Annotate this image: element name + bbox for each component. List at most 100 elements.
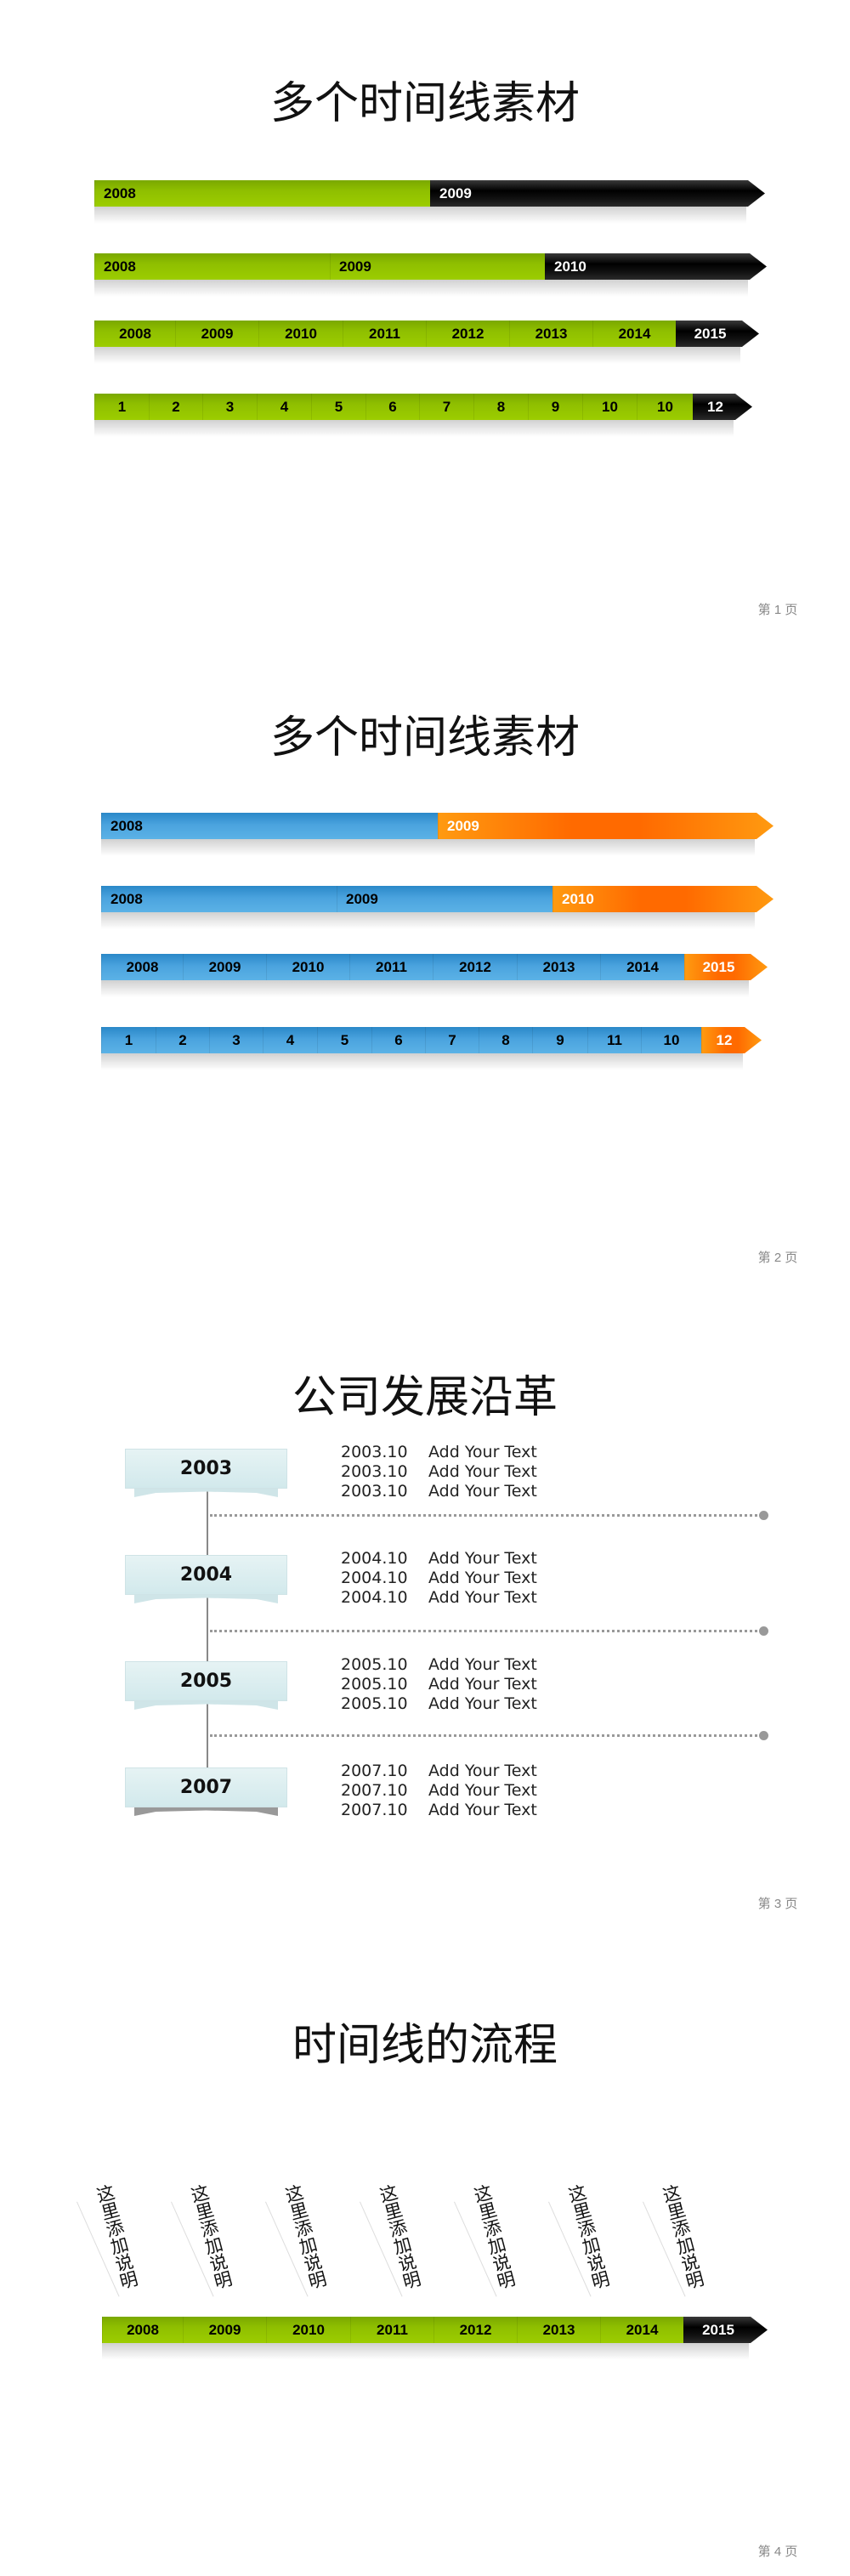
timeline-segment: 2008 xyxy=(94,180,430,207)
timeline-segment: 2011 xyxy=(343,321,426,347)
timeline-segment: 8 xyxy=(479,1027,532,1053)
page-number: 第 2 页 xyxy=(757,1251,798,1265)
timeline-segment: 2012 xyxy=(434,2317,517,2343)
timeline-note: 这里添加说明 xyxy=(186,2182,235,2291)
bar-reflection xyxy=(101,839,755,856)
timeline-segment: 2009 xyxy=(337,886,552,912)
year-box: 2004 xyxy=(125,1555,287,1595)
timeline-segment: 9 xyxy=(528,394,582,420)
milestone-entry: 2004.10 Add Your Text xyxy=(341,1588,537,1608)
timeline-segment: 5 xyxy=(311,394,366,420)
timeline-segment-current: 2015 xyxy=(684,954,768,980)
page-number: 第 3 页 xyxy=(757,1897,798,1911)
entry-date: 2003.10 xyxy=(341,1462,408,1481)
timeline-segment: 2010 xyxy=(266,954,349,980)
bar-reflection xyxy=(94,207,746,224)
entry-date: 2007.10 xyxy=(341,1762,408,1780)
timeline-segment-current: 12 xyxy=(701,1027,762,1053)
entry-date: 2007.10 xyxy=(341,1801,408,1819)
timeline-segment: 2012 xyxy=(426,321,509,347)
timeline-segment-current: 12 xyxy=(693,394,752,420)
timeline-segment: 6 xyxy=(366,394,419,420)
dotted-separator xyxy=(210,1630,762,1632)
separator-end-dot xyxy=(759,1511,768,1520)
timeline-note: 这里添加说明 xyxy=(92,2182,140,2291)
timeline-segment: 2009 xyxy=(330,253,545,280)
entry-text: Add Your Text xyxy=(428,1801,537,1819)
entry-date: 2004.10 xyxy=(341,1569,408,1587)
milestone-entry: 2004.10 Add Your Text xyxy=(341,1569,537,1588)
year-box: 2003 xyxy=(125,1449,287,1489)
timeline-note: 这里添加说明 xyxy=(280,2182,329,2291)
timeline-segment: 2011 xyxy=(349,954,433,980)
timeline-segment: 2014 xyxy=(600,954,684,980)
entry-date: 2004.10 xyxy=(341,1549,408,1568)
timeline-note: 这里添加说明 xyxy=(375,2182,423,2291)
timeline-segment: 7 xyxy=(425,1027,479,1053)
entry-date: 2005.10 xyxy=(341,1694,408,1713)
bar-reflection xyxy=(94,420,734,437)
timeline-segment: 10 xyxy=(641,1027,701,1053)
separator-end-dot xyxy=(759,1731,768,1740)
page-title: 公司发展沿革 xyxy=(292,1372,558,1423)
dotted-separator xyxy=(210,1514,762,1517)
timeline-segment: 2008 xyxy=(101,954,183,980)
timeline-segment: 2013 xyxy=(509,321,592,347)
entry-text: Add Your Text xyxy=(428,1694,537,1713)
bar-reflection xyxy=(94,280,748,297)
timeline-segment: 7 xyxy=(419,394,473,420)
year-box: 2007 xyxy=(125,1767,287,1807)
bar-reflection xyxy=(94,347,740,364)
timeline-segment: 2008 xyxy=(101,886,337,912)
timeline-segment: 4 xyxy=(257,394,311,420)
bar-reflection xyxy=(101,912,755,929)
timeline-segment: 8 xyxy=(473,394,528,420)
entry-text: Add Your Text xyxy=(428,1569,537,1587)
milestone-entry: 2004.10 Add Your Text xyxy=(341,1549,537,1569)
page-title: 时间线的流程 xyxy=(292,2020,558,2071)
timeline-segment: 2012 xyxy=(433,954,517,980)
timeline-segment: 2 xyxy=(156,1027,209,1053)
entry-date: 2005.10 xyxy=(341,1655,408,1674)
entry-date: 2004.10 xyxy=(341,1588,408,1607)
timeline-segment: 2 xyxy=(149,394,202,420)
timeline-segment: 5 xyxy=(317,1027,371,1053)
bar-reflection xyxy=(101,1053,743,1070)
entry-date: 2005.10 xyxy=(341,1675,408,1694)
timeline-segment: 2011 xyxy=(350,2317,434,2343)
timeline-segment: 2009 xyxy=(175,321,258,347)
timeline-segment: 2013 xyxy=(517,2317,600,2343)
timeline-segment-current: 2010 xyxy=(552,886,774,912)
milestone-entry: 2007.10 Add Your Text xyxy=(341,1801,537,1820)
timeline-segment-current: 2015 xyxy=(676,321,759,347)
page-title: 多个时间线素材 xyxy=(269,712,580,763)
timeline-segment: 2008 xyxy=(101,813,438,839)
year-box: 2005 xyxy=(125,1661,287,1701)
entry-text: Add Your Text xyxy=(428,1549,537,1568)
entry-text: Add Your Text xyxy=(428,1443,537,1461)
timeline-segment-current: 2009 xyxy=(430,180,765,207)
timeline-segment: 2013 xyxy=(517,954,600,980)
entry-text: Add Your Text xyxy=(428,1655,537,1674)
timeline-segment: 2008 xyxy=(94,253,330,280)
timeline-segment: 6 xyxy=(371,1027,425,1053)
timeline-segment: 3 xyxy=(202,394,257,420)
timeline-segment: 4 xyxy=(263,1027,317,1053)
bar-reflection xyxy=(101,980,749,997)
entry-date: 2007.10 xyxy=(341,1781,408,1800)
entry-text: Add Your Text xyxy=(428,1588,537,1607)
page-number: 第 1 页 xyxy=(757,603,798,617)
timeline-segment: 2010 xyxy=(258,321,343,347)
timeline-segment-current: 2009 xyxy=(438,813,774,839)
timeline-segment: 2009 xyxy=(183,2317,266,2343)
timeline-note: 这里添加说明 xyxy=(658,2182,706,2291)
ribbon-fold xyxy=(134,1807,278,1816)
